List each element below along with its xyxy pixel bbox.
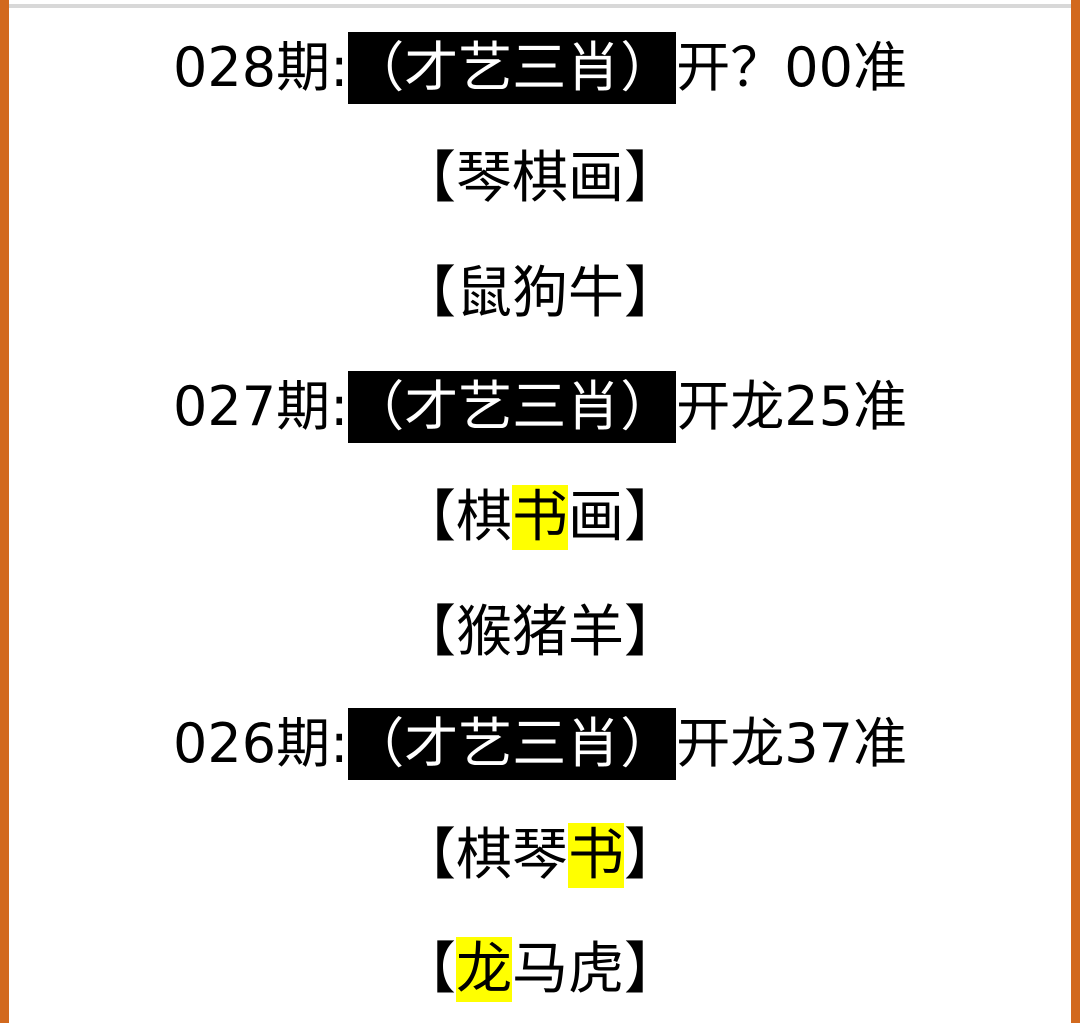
art-item-hit: 书: [512, 485, 568, 550]
zodiac-item: 虎: [568, 937, 624, 1002]
zodiac-picks-028: 【鼠狗牛】: [9, 256, 1071, 332]
category-tag: （才艺三肖）: [348, 32, 677, 104]
art-item: 画: [568, 485, 624, 550]
bracket-open: 【: [400, 823, 456, 888]
bracket-close: 】: [624, 823, 680, 888]
zodiac-item: 鼠: [456, 261, 512, 326]
bracket-close: 】: [624, 146, 680, 211]
zodiac-item-hit: 龙: [456, 937, 512, 1002]
top-divider: [9, 4, 1071, 8]
zodiac-item: 猪: [512, 600, 568, 665]
issue-number: 027期:: [173, 375, 349, 438]
art-item: 琴: [456, 146, 512, 211]
bracket-open: 【: [400, 146, 456, 211]
issue-result: 开龙25准: [676, 375, 907, 438]
art-item: 棋: [512, 146, 568, 211]
bracket-open: 【: [400, 937, 456, 1002]
bracket-close: 】: [624, 600, 680, 665]
issue-line-027: 027期:（才艺三肖）开龙25准: [9, 369, 1071, 445]
art-picks-026: 【棋琴书】: [9, 818, 1071, 894]
bracket-open: 【: [400, 600, 456, 665]
art-item: 画: [568, 146, 624, 211]
right-border: [1071, 0, 1080, 1023]
zodiac-item: 猴: [456, 600, 512, 665]
category-tag: （才艺三肖）: [348, 708, 677, 780]
issue-result: 开？00准: [676, 36, 907, 99]
bracket-open: 【: [400, 485, 456, 550]
issue-number: 028期:: [173, 36, 349, 99]
issue-line-026: 026期:（才艺三肖）开龙37准: [9, 706, 1071, 782]
issue-line-028: 028期:（才艺三肖）开？00准: [9, 30, 1071, 106]
art-item: 棋: [456, 823, 512, 888]
zodiac-picks-027: 【猴猪羊】: [9, 595, 1071, 671]
bracket-open: 【: [400, 261, 456, 326]
left-border: [0, 0, 9, 1023]
zodiac-picks-026: 【龙马虎】: [9, 932, 1071, 1008]
art-item: 棋: [456, 485, 512, 550]
bracket-close: 】: [624, 937, 680, 1002]
issue-number: 026期:: [173, 712, 349, 775]
art-picks-028: 【琴棋画】: [9, 141, 1071, 217]
zodiac-item: 马: [512, 937, 568, 1002]
zodiac-item: 牛: [568, 261, 624, 326]
art-picks-027: 【棋书画】: [9, 480, 1071, 556]
prediction-list: 028期:（才艺三肖）开？00准 【琴棋画】 【鼠狗牛】 027期:（才艺三肖）…: [9, 0, 1071, 1023]
bracket-close: 】: [624, 485, 680, 550]
art-item: 琴: [512, 823, 568, 888]
zodiac-item: 狗: [512, 261, 568, 326]
category-tag: （才艺三肖）: [348, 371, 677, 443]
art-item-hit: 书: [568, 823, 624, 888]
zodiac-item: 羊: [568, 600, 624, 665]
issue-result: 开龙37准: [676, 712, 907, 775]
bracket-close: 】: [624, 261, 680, 326]
